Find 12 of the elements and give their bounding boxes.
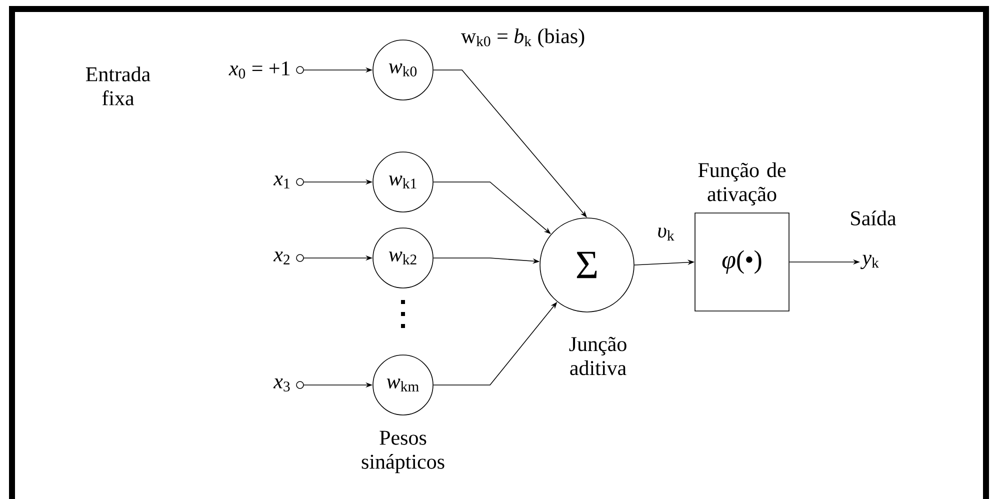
- node-caption: Saída: [851, 210, 896, 226]
- function-box: φ(•): [694, 212, 790, 312]
- input-label: x$_{1}$: [273, 176, 290, 188]
- input-label: x$_{0}$ = +1: [228, 61, 290, 79]
- edge-label: υ$_{k}$: [656, 226, 676, 242]
- input-label: x$_{3}$: [273, 378, 290, 392]
- input-label: x$_{2}$: [273, 252, 290, 264]
- node-caption: Junção aditiva: [569, 336, 626, 376]
- edge-label: w$_{k0}$ = b$_{k}$ (bias): [460, 27, 586, 49]
- node-caption: Entrada fixa: [86, 66, 150, 106]
- output-label: y$_{k}$: [860, 254, 879, 270]
- box-heading: Função de ativação: [698, 162, 786, 206]
